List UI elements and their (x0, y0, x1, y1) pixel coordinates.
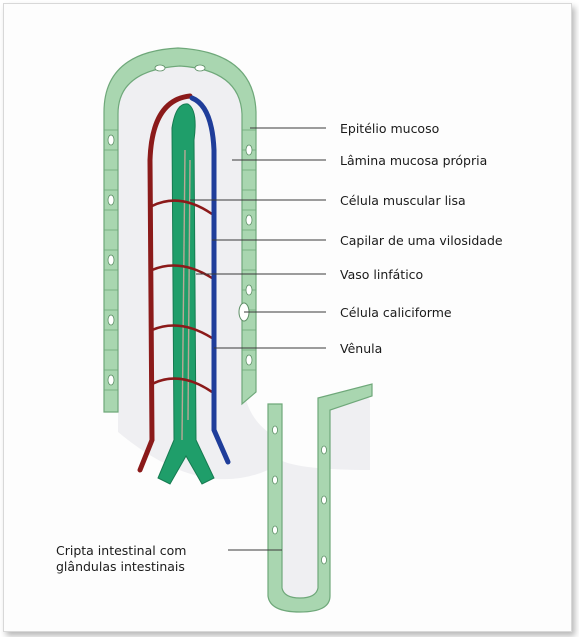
label-vaso-linfatico: Vaso linfático (340, 267, 423, 282)
label-celula-muscular: Célula muscular lisa (340, 193, 466, 208)
label-cripta-line2: glândulas intestinais (56, 559, 185, 574)
label-celula-caliciforme: Célula caliciforme (340, 305, 452, 320)
label-epitelio-mucoso: Epitélio mucoso (340, 121, 439, 136)
label-capilar: Capilar de uma vilosidade (340, 233, 503, 248)
label-lamina-mucosa: Lâmina mucosa própria (340, 153, 487, 168)
label-cripta-line1: Cripta intestinal com (56, 543, 186, 558)
label-venula: Vênula (340, 341, 382, 356)
